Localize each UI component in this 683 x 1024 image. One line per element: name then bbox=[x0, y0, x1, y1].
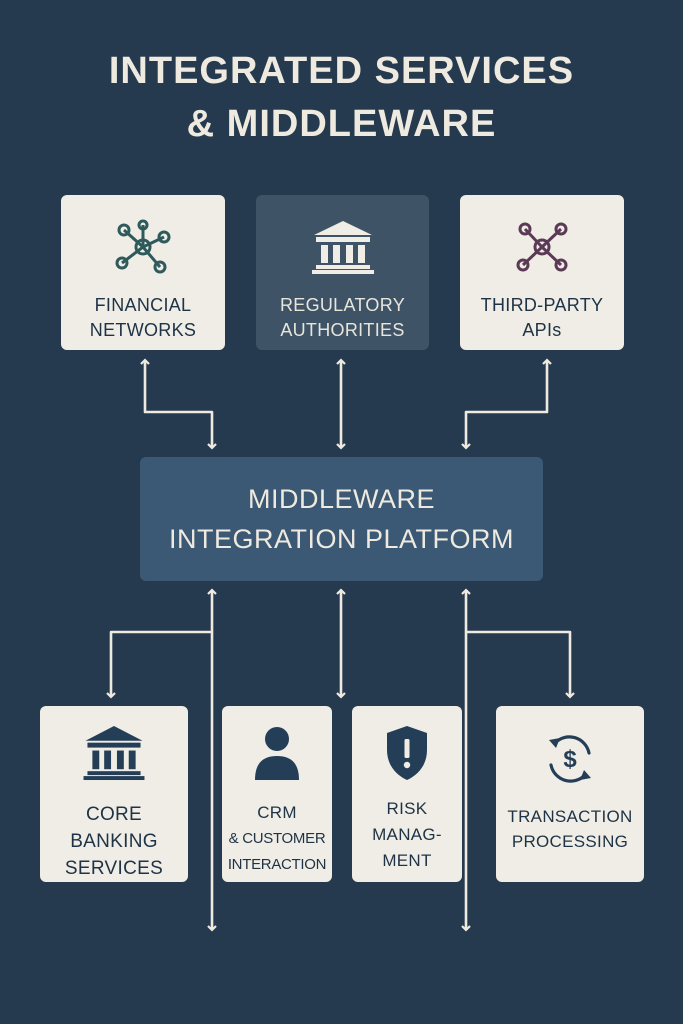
node-risk-management: RISK MANAG- MENT bbox=[352, 706, 462, 882]
bank-building-icon bbox=[83, 725, 145, 781]
middleware-label-line-2: INTEGRATION PLATFORM bbox=[168, 524, 514, 554]
arrow-to-transaction-processing bbox=[466, 630, 575, 699]
arrow-to-core-banking bbox=[106, 630, 212, 699]
middleware-label-line-1: MIDDLEWARE bbox=[247, 484, 435, 514]
node-middleware-integration-platform: MIDDLEWARE INTEGRATION PLATFORM bbox=[140, 457, 543, 581]
node-label: CRM & CUSTOMER INTERACTION bbox=[227, 803, 327, 873]
page-title-line-1: INTEGRATED SERVICES bbox=[108, 50, 575, 92]
user-icon bbox=[255, 727, 299, 780]
node-label: TRANSACTION PROCESSING bbox=[507, 807, 633, 851]
node-label: FINANCIAL NETWORKS bbox=[89, 295, 197, 340]
government-building-icon bbox=[311, 221, 374, 274]
node-label: CORE BANKING SERVICES bbox=[64, 804, 164, 879]
node-label: REGULATORY AUTHORITIES bbox=[279, 295, 406, 340]
node-financial-networks: FINANCIAL NETWORKS bbox=[61, 195, 225, 350]
node-crm-customer-interaction: CRM & CUSTOMER INTERACTION bbox=[222, 706, 332, 882]
arrow-thirdparty-to-middleware bbox=[461, 358, 552, 450]
svg-text:$: $ bbox=[563, 746, 577, 773]
node-transaction-processing: $ TRANSACTION PROCESSING bbox=[496, 706, 644, 882]
node-label: THIRD-PARTY APIs bbox=[480, 295, 604, 340]
page-title-line-2: & MIDDLEWARE bbox=[186, 103, 497, 145]
shield-alert-icon bbox=[387, 726, 427, 780]
node-regulatory-authorities: REGULATORY AUTHORITIES bbox=[256, 195, 429, 350]
dollar-cycle-icon: $ bbox=[549, 735, 591, 783]
node-third-party-apis: THIRD-PARTY APIs bbox=[460, 195, 624, 350]
arrow-financial-to-middleware bbox=[140, 358, 217, 450]
node-label: RISK MANAG- MENT bbox=[372, 799, 442, 870]
network-nodes-icon bbox=[115, 219, 171, 274]
node-core-banking-services: CORE BANKING SERVICES bbox=[40, 706, 188, 882]
api-nodes-icon bbox=[516, 222, 568, 272]
